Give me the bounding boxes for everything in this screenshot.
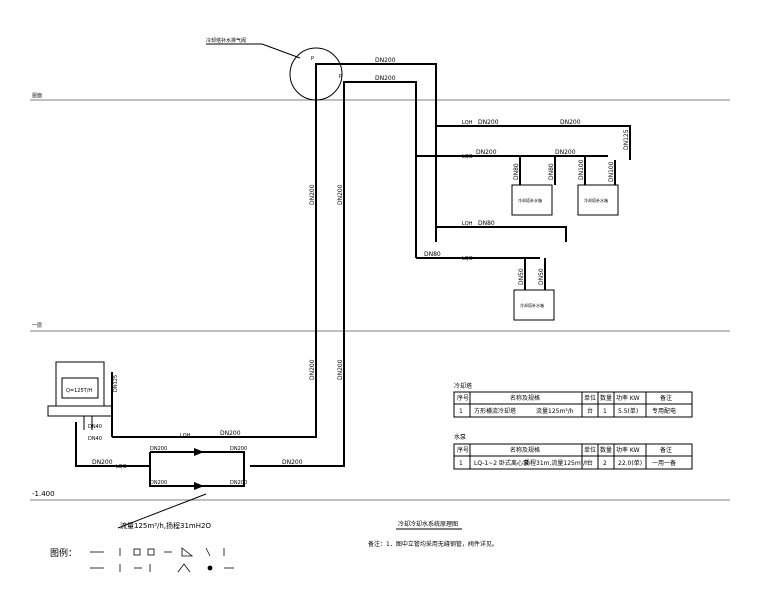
vent-label-2: P	[339, 74, 342, 80]
pipe-riser-supply	[250, 81, 417, 467]
tower-r-0: 1	[459, 408, 463, 415]
pump-leader	[117, 493, 207, 529]
tower-table-heading: 冷却塔	[454, 382, 472, 390]
label-dn80-b: DN80	[548, 163, 555, 180]
label-dn100-b: DN100	[608, 161, 615, 182]
tower-r-2: 流量125m³/h	[536, 407, 574, 415]
pump-h-5: 备注	[660, 446, 672, 454]
pump-r-0: 1	[459, 460, 463, 467]
label-dn200-p3: DN200	[150, 480, 167, 486]
label-dn200-d: DN200	[555, 149, 576, 156]
chiller-unit	[55, 361, 105, 407]
pipe-label-top-2: DN200	[375, 75, 396, 82]
pump-table-heading: 水泵	[454, 433, 466, 441]
label-dn40-b: DN40	[88, 436, 102, 442]
pipe-branch-lqh-1	[436, 125, 631, 160]
pump-r-1: LQ-1~2 卧式离心泵	[474, 459, 529, 467]
floor-label-roof: 屋面	[32, 93, 42, 99]
label-lqh-1: LQH	[462, 120, 473, 126]
pipe-riser-return	[184, 63, 437, 438]
callout-leader	[261, 43, 301, 59]
tower-unit-c	[513, 289, 555, 321]
legend-label: 图例：	[50, 547, 77, 559]
label-dn100-a: DN100	[578, 159, 585, 180]
vent-label-1: P	[311, 56, 314, 62]
diagram-title: 冷却冷却水系统原理图	[398, 520, 458, 528]
pump-r-5: 22.0(单)	[618, 459, 642, 467]
tower-h-0: 序号	[457, 394, 469, 402]
pump-r-3: 台	[587, 459, 593, 467]
tower-unit-a-label: 冷却塔补水箱	[518, 197, 542, 203]
tower-unit-a	[511, 184, 553, 216]
label-dn200-a: DN200	[478, 119, 499, 126]
pipe-chiller-supply	[75, 422, 150, 467]
pump-spec: 流量125m³/h,扬程31mH2O	[120, 521, 211, 530]
label-dn200-bottom-2: DN200	[92, 459, 113, 466]
pump-1	[194, 448, 204, 456]
label-dn80-d: DN80	[424, 251, 441, 258]
tower-unit-b-label: 冷却塔补水箱	[584, 197, 608, 203]
pump-table: 水泵 序号 名称及规格 单位 数量 功率 KW 备注 1 LQ-1~2 卧式离心…	[453, 433, 693, 470]
label-dn200-p1: DN200	[150, 446, 167, 452]
tower-r-5: 5.5(单)	[618, 407, 638, 415]
tower-h-4: 功率 KW	[616, 394, 640, 402]
pipe-label-riser-3: DN200	[309, 359, 316, 380]
pump-r-2: 扬程31m,流量125m³/h	[524, 459, 589, 467]
label-dn200-c: DN200	[476, 149, 497, 156]
label-dn125-chiller: DN125	[113, 375, 119, 392]
label-dn50-b: DN50	[538, 268, 545, 285]
pump-h-1: 名称及规格	[510, 446, 540, 454]
chiller-base	[47, 405, 113, 417]
tower-h-2: 单位	[584, 394, 596, 402]
label-dn200-bottom-3: DN200	[282, 459, 303, 466]
pump-r-4: 2	[603, 460, 607, 467]
label-dn40-a: DN40	[88, 424, 102, 430]
callout-top-text: 冷却塔补水排气阀	[206, 37, 246, 44]
label-dn200-p2: DN200	[230, 446, 247, 452]
label-dn125: DN125	[623, 129, 630, 150]
tower-r-6: 专用配电	[652, 407, 676, 415]
tower-r-3: 台	[587, 407, 593, 415]
floor-label-basement: -1.400	[32, 490, 55, 498]
label-lqg-bottom: LQG	[116, 464, 127, 470]
label-dn80-a: DN80	[513, 163, 520, 180]
tower-h-5: 备注	[660, 394, 672, 402]
label-dn200-p4: DN200	[230, 480, 247, 486]
pipe-branch-lqh-2	[436, 226, 567, 242]
pipe-label-riser-1: DN200	[309, 184, 316, 205]
label-lqh-bottom: LQH	[180, 433, 191, 439]
tower-h-1: 名称及规格	[510, 394, 540, 402]
label-dn50-a: DN50	[518, 268, 525, 285]
label-lqh-2: LQH	[462, 221, 473, 227]
pump-2	[194, 482, 204, 490]
tower-table: 冷却塔 序号 名称及规格 单位 数量 功率 KW 备注 1 方形横流冷却塔 流量…	[453, 382, 693, 418]
pump-h-2: 单位	[584, 446, 596, 454]
label-dn200-b: DN200	[560, 119, 581, 126]
label-lqg-1: LQG	[462, 154, 473, 160]
label-lqg-2: LQG	[462, 256, 473, 262]
legend-symbols	[90, 547, 234, 573]
pump-h-0: 序号	[457, 446, 469, 454]
tower-unit-b	[577, 184, 619, 216]
tower-unit-c-label: 冷却塔补水箱	[520, 302, 544, 308]
pump-r-6: 一用一备	[652, 459, 676, 467]
pipe-label-riser-2: DN200	[337, 184, 344, 205]
pipe-label-top-1: DN200	[375, 57, 396, 64]
chiller-panel	[61, 377, 99, 399]
tower-r-1: 方形横流冷却塔	[474, 407, 516, 415]
pump-h-3: 数量	[600, 446, 612, 454]
label-dn80-c: DN80	[478, 220, 495, 227]
diagram-note: 备注：1．图中立管均采用无缝钢管，阀件详见。	[368, 540, 498, 548]
pump-header-frame	[149, 451, 245, 487]
tower-h-3: 数量	[600, 394, 612, 402]
floor-label-first: 一层	[32, 323, 42, 329]
tower-r-4: 1	[603, 408, 607, 415]
pipe-label-riser-4: DN200	[337, 359, 344, 380]
label-dn200-bottom-1: DN200	[220, 430, 241, 437]
chiller-label: Q=125T/H	[66, 388, 92, 394]
pump-h-4: 功率 KW	[616, 446, 640, 454]
